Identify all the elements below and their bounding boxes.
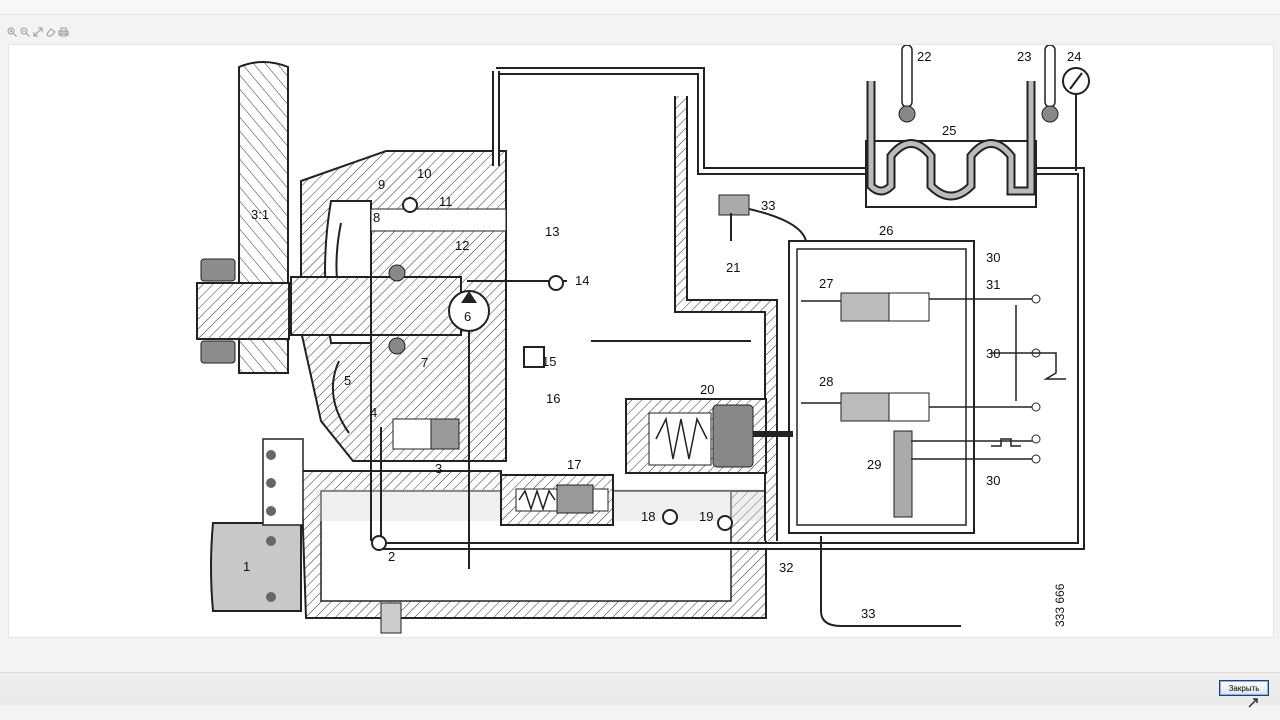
part-label: 10 xyxy=(417,166,431,181)
component-1 xyxy=(210,438,304,612)
zoom-in-icon[interactable] xyxy=(6,27,17,38)
part-label: 28 xyxy=(819,374,833,389)
part-label: 32 xyxy=(779,560,793,575)
part-label: 18 xyxy=(641,509,655,524)
part-label: 30 xyxy=(986,250,1000,265)
part-label: 11 xyxy=(439,194,453,209)
eraser-icon[interactable] xyxy=(45,27,56,38)
gear-wheel xyxy=(196,61,290,374)
diagram-viewer: 3:1 xyxy=(8,44,1274,638)
window-top-strip xyxy=(0,0,1280,15)
part-label: 1 xyxy=(243,559,250,574)
figure-number: 333 666 xyxy=(1053,583,1067,627)
retarder-housing xyxy=(290,150,507,462)
part-label: 5 xyxy=(344,373,351,388)
part-label: 21 xyxy=(726,260,740,275)
ratio-label: 3:1 xyxy=(251,207,269,222)
part-label: 23 xyxy=(1017,49,1031,64)
pump-6 xyxy=(370,231,751,569)
heat-exchanger xyxy=(865,81,1037,208)
part-label: 19 xyxy=(699,509,713,524)
part-labels: 1 2 3 4 5 6 7 8 9 10 11 12 13 14 15 16 1… xyxy=(243,49,1081,621)
valve-17 xyxy=(500,474,614,526)
part-label: 24 xyxy=(1067,49,1081,64)
part-label: 14 xyxy=(575,273,589,288)
part-label: 30 xyxy=(986,473,1000,488)
part-label: 31 xyxy=(986,277,1000,292)
part-label: 17 xyxy=(567,457,581,472)
part-label: 9 xyxy=(378,177,385,192)
part-label: 33 xyxy=(861,606,875,621)
zoom-out-icon[interactable] xyxy=(19,27,30,38)
retarder-hydraulic-diagram: 3:1 xyxy=(196,45,1090,634)
close-button[interactable]: Закрыть xyxy=(1219,680,1269,696)
part-label: 8 xyxy=(373,210,380,225)
thermometer-23-icon xyxy=(1041,45,1059,123)
part-label: 33 xyxy=(761,198,775,213)
part-label: 15 xyxy=(542,354,556,369)
part-label: 22 xyxy=(917,49,931,64)
part-label: 7 xyxy=(421,355,428,370)
dialog-footer xyxy=(0,672,1280,705)
print-icon[interactable] xyxy=(58,27,69,38)
part-label: 26 xyxy=(879,223,893,238)
accumulator xyxy=(625,398,793,474)
part-label: 30 xyxy=(986,346,1000,361)
part-label: 2 xyxy=(388,549,395,564)
part-label: 13 xyxy=(545,224,559,239)
part-label: 6 xyxy=(464,309,471,324)
part-label: 27 xyxy=(819,276,833,291)
part-label: 16 xyxy=(546,391,560,406)
check-valves xyxy=(371,197,733,551)
viewer-toolbar xyxy=(6,24,69,40)
sensor-21 xyxy=(718,194,961,627)
thermometer-22-icon xyxy=(898,45,916,123)
fit-to-window-icon[interactable] xyxy=(32,27,43,38)
control-valve-block xyxy=(788,240,1066,534)
part-label: 25 xyxy=(942,123,956,138)
pressure-gauge-icon xyxy=(1062,67,1090,171)
part-label: 3 xyxy=(435,461,442,476)
resize-grip-icon[interactable] xyxy=(1247,696,1261,708)
part-label: 4 xyxy=(370,405,377,420)
part-label: 29 xyxy=(867,457,881,472)
part-label: 12 xyxy=(455,238,469,253)
part-label: 20 xyxy=(700,382,714,397)
